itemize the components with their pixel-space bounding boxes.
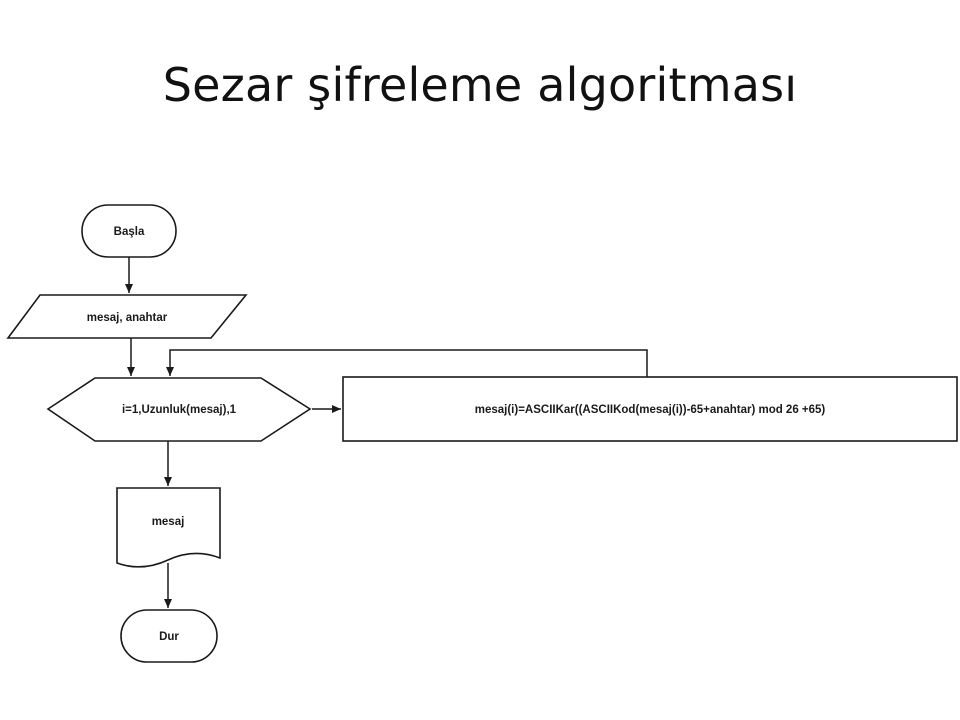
input-label: mesaj, anahtar (87, 312, 168, 324)
process-label: mesaj(i)=ASCIIKar((ASCIIKod(mesaj(i))-65… (475, 404, 826, 416)
loop-hexagon (46, 377, 312, 442)
loop-back-line (166, 349, 648, 377)
slide-title: Sezar şifreleme algoritması (162, 58, 798, 112)
process-box (342, 376, 958, 442)
input-parallelogram (6, 294, 248, 339)
loop-label: i=1,Uzunluk(mesaj),1 (122, 404, 237, 416)
end-terminator (120, 609, 218, 663)
start-label: Başla (114, 226, 145, 238)
output-document (116, 487, 221, 568)
output-label: mesaj (152, 516, 185, 528)
end-label: Dur (159, 631, 179, 643)
